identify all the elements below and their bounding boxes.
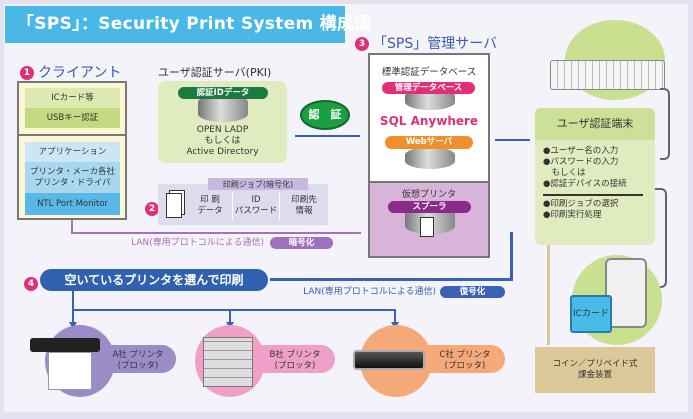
c2a: ID <box>251 195 261 205</box>
decrypted-badge: 復号化 <box>440 286 505 298</box>
lan-encrypted-label: LAN(専用プロトコルによる通信) <box>131 238 264 248</box>
page-title: 「SPS」：Security Print System 構成図 <box>5 6 371 43</box>
c3b: 情報 <box>295 206 313 216</box>
cable <box>655 188 667 288</box>
coin-payment-device: コイン／プリペイド式課金装置 <box>535 347 655 393</box>
management-db-badge: 管理データベース <box>382 82 475 94</box>
distribution-line <box>72 291 74 324</box>
printer-c-label: C社 プリンタ(プロッタ) <box>425 345 505 373</box>
step-4-label: 空いているプリンタを選んで印刷 <box>40 269 268 291</box>
auth-id-data-badge: 認証IDデータ <box>178 87 268 99</box>
coin-l2: 課金装置 <box>577 370 612 380</box>
port-monitor-row: NTL Port Monitor <box>25 193 120 215</box>
lan-line <box>71 220 73 234</box>
auth-arrow <box>295 135 360 137</box>
plotter-c-icon <box>353 350 425 370</box>
driver-line1: プリンタ・メーカ各社 <box>29 166 115 177</box>
pl: C社 プリンタ <box>439 350 491 360</box>
encrypted-badge: 暗号化 <box>270 237 333 249</box>
keyboard-icon <box>550 60 665 90</box>
printer-driver-row: プリンタ・メーカ各社プリンタ・ドライバ <box>25 162 120 193</box>
pki-line1: OPEN LADP <box>196 124 249 135</box>
print-job-header: 印刷ジョブ(暗号化) <box>208 178 308 190</box>
distribution-line <box>394 309 396 324</box>
step-4: 4 <box>24 273 42 292</box>
pki-line2: もしくは <box>204 135 241 146</box>
cable <box>660 88 670 160</box>
lan-line <box>270 278 513 281</box>
pl: (プロッタ) <box>274 361 316 371</box>
terminal-item: ●ユーザー名の入力 <box>543 146 619 156</box>
print-job-box <box>158 184 328 225</box>
terminal-arrow <box>495 139 530 141</box>
server-heading: 3 「SPS」管理サーバ <box>355 33 497 53</box>
ic-reader-icon <box>605 258 647 328</box>
virtual-printer-label: 仮想プリンタ <box>401 190 456 200</box>
pki-heading: ユーザ認証サーバ(PKI) <box>158 66 272 79</box>
terminal-heading: ユーザ認証端末 <box>535 108 655 140</box>
step-1-badge: 1 <box>20 66 34 80</box>
terminal-item: ●印刷ジョブの選択 <box>543 199 619 209</box>
pl: (プロッタ) <box>444 361 486 371</box>
client-heading-text: クライアント <box>38 65 122 81</box>
tan-line <box>547 245 550 345</box>
distribution-line <box>229 309 231 324</box>
document-icon <box>166 193 182 218</box>
ic-card-icon: ICカード <box>570 295 612 333</box>
lan-decrypted-label: LAN(専用プロトコルによる通信) <box>303 287 436 297</box>
plotter-b-icon <box>203 337 253 387</box>
c1a: 印 刷 <box>200 195 220 205</box>
pki-line3: Active Directory <box>186 146 259 157</box>
terminal-item: ●印刷実行処理 <box>543 210 602 220</box>
step-2-badge: 2 <box>145 201 159 216</box>
client-heading: 1 クライアント <box>20 62 121 82</box>
web-server-icon <box>405 147 455 169</box>
coin-l1: コイン／プリペイド式 <box>552 359 638 369</box>
printer-b-label: B社 プリンタ(プロッタ) <box>255 345 335 373</box>
divider <box>17 134 127 136</box>
terminal-steps: ●ユーザー名の入力●パスワードの入力 もしくは●認証デバイスの接続 ●印刷ジョブ… <box>543 146 643 221</box>
authentication-badge: 認 証 <box>300 100 350 130</box>
sql-anywhere-label: SQL Anywhere <box>379 114 479 128</box>
distribution-line <box>72 309 396 311</box>
terminal-item: ●パスワードの入力 <box>543 157 619 167</box>
pl: A社 プリンタ <box>112 350 164 360</box>
plotter-a-icon <box>30 338 100 352</box>
document-icon <box>420 217 434 237</box>
server-heading-text: 「SPS」管理サーバ <box>373 36 498 52</box>
c1b: データ <box>197 206 223 216</box>
plotter-paper <box>48 352 92 390</box>
web-server-badge: Webサーバ <box>385 136 473 149</box>
print-data-cell: 印 刷データ <box>190 192 230 220</box>
pl: B社 プリンタ <box>269 350 321 360</box>
divider <box>543 194 643 196</box>
ic-card-row: ICカード等 <box>25 88 120 108</box>
driver-line2: プリンタ・ドライバ <box>34 177 111 188</box>
step-2: 2 <box>145 198 163 217</box>
lan-line <box>510 232 513 280</box>
c3a: 印刷先 <box>291 195 317 205</box>
terminal-item: ●認証デバイスの接続 <box>543 179 627 189</box>
usb-key-row: USBキー認証 <box>25 108 120 128</box>
destination-cell: 印刷先情報 <box>282 192 326 220</box>
step-3-badge: 3 <box>355 37 369 51</box>
pl: (プロッタ) <box>117 361 159 371</box>
step-4-badge: 4 <box>24 276 38 291</box>
c2b: パスワード <box>234 206 278 216</box>
terminal-item: もしくは <box>543 168 586 178</box>
spooler-badge: スプーラ <box>388 201 471 213</box>
application-row: アプリケーション <box>25 142 120 162</box>
printer-a-label: A社 プリンタ(プロッタ) <box>100 345 176 373</box>
db-title: 標準認証データベース <box>381 67 477 78</box>
lan-line <box>71 232 361 234</box>
